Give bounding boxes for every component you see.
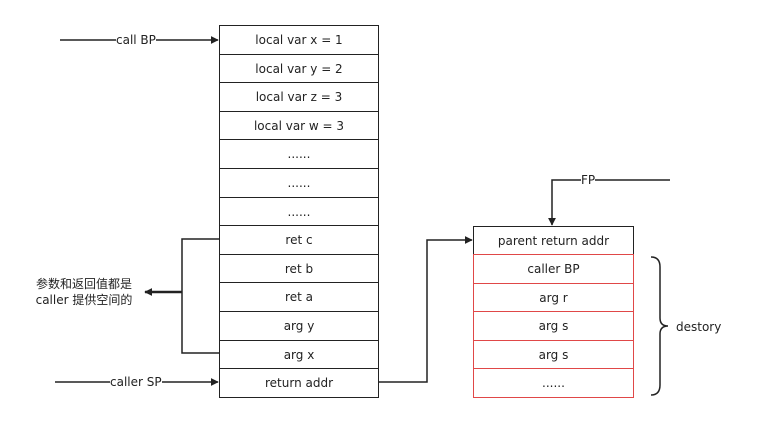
destroy-stack-cell: caller BP: [473, 254, 634, 285]
destroy-brace: [650, 256, 669, 396]
destroy-stack-cell: arg s: [473, 339, 634, 370]
note-line-2: caller 提供空间的: [35, 293, 133, 307]
stack-cell: local var z = 3: [219, 82, 379, 113]
args-rets-note: 参数和返回值都是 caller 提供空间的: [24, 276, 144, 308]
stack-cell: ret a: [219, 282, 379, 313]
destroy-stack-cell: arg s: [473, 311, 634, 342]
stack-cell: ......: [219, 196, 379, 227]
stack-cell: local var x = 1: [219, 25, 379, 56]
fp-arrow: [548, 179, 670, 226]
stack-cell: ret c: [219, 225, 379, 256]
return-addr-arrow: [379, 236, 473, 383]
stack-cell: arg y: [219, 311, 379, 342]
stack-cell: arg x: [219, 339, 379, 370]
stack-cell: ret b: [219, 253, 379, 284]
parent-return-addr-cell: parent return addr: [473, 226, 634, 255]
stack-cell: return addr: [219, 368, 379, 399]
destroy-stack-cell: arg r: [473, 282, 634, 313]
args-rets-bracket: [181, 238, 219, 354]
destroy-label: destory: [676, 320, 722, 334]
destroy-stack-cell: ......: [473, 368, 634, 399]
stack-cell: ......: [219, 168, 379, 199]
stack-cell: local var w = 3: [219, 110, 379, 141]
call-bp-label: call BP: [116, 33, 156, 47]
caller-sp-label: caller SP: [110, 375, 162, 389]
stack-cell: ......: [219, 139, 379, 170]
fp-label: FP: [581, 173, 596, 187]
stack-cell: local var y = 2: [219, 53, 379, 84]
note-line-1: 参数和返回值都是: [35, 277, 132, 291]
